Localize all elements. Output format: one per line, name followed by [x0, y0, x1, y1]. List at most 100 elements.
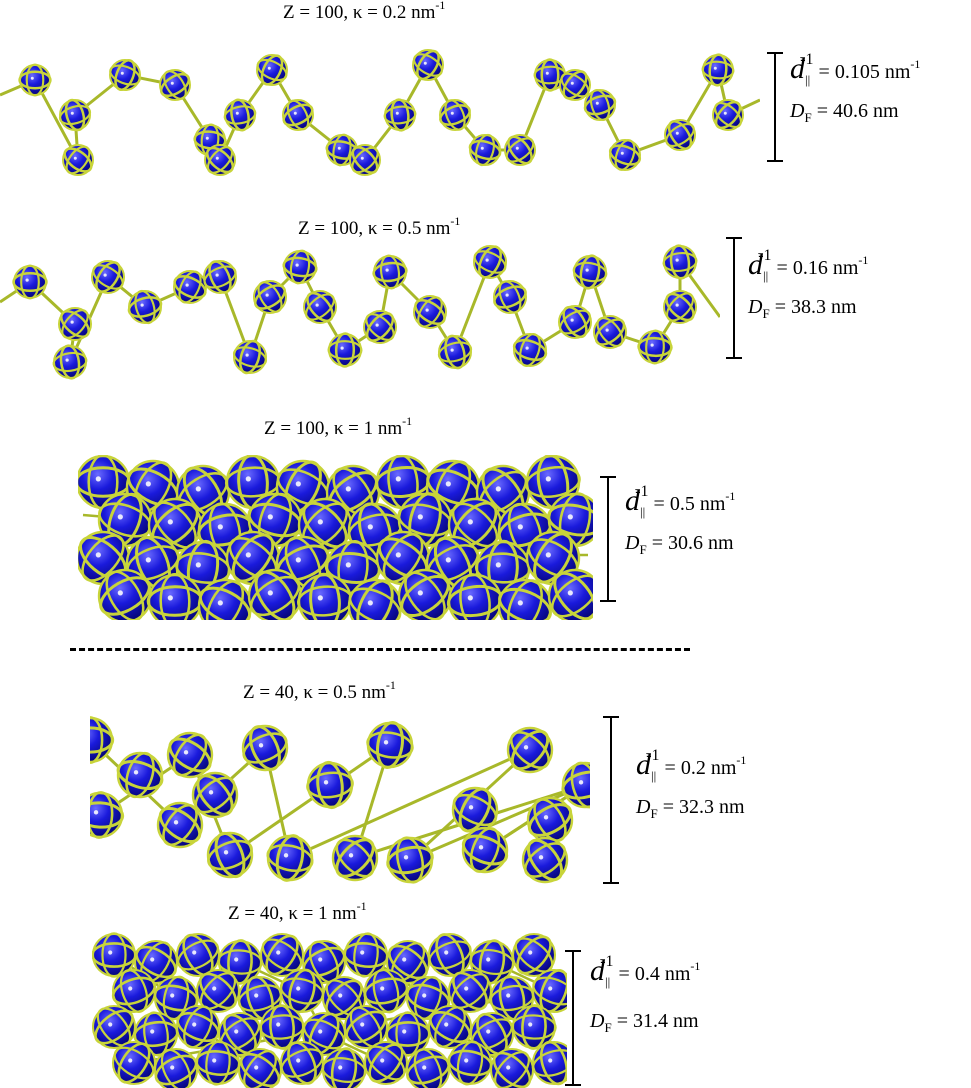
nucleosome: [366, 721, 414, 769]
d-sub: ||: [605, 974, 611, 989]
title-kappa: κ = 0.2 nm: [352, 2, 436, 23]
nucleosome: [349, 144, 381, 176]
nucleosome: [506, 726, 554, 774]
linear-density-label: d|| -1 = 0.4 nm-1: [590, 953, 701, 989]
panel-4-title: Z = 40, κ = 0.5 nm-1: [243, 679, 396, 704]
nucleosome: [343, 932, 389, 978]
nucleosome: [203, 260, 237, 294]
nucleosome: [547, 568, 593, 620]
title-z: Z = 100,: [298, 218, 368, 239]
nucleosome: [447, 968, 493, 1014]
linear-density-label: d||-1 = 0.2 nm-1: [636, 747, 746, 783]
nucleosome: [437, 334, 473, 370]
d-value: = 0.16 nm: [776, 257, 859, 279]
nucleosome: [593, 315, 627, 349]
nucleosome: [427, 1004, 473, 1050]
D-symbol: D: [590, 1010, 605, 1032]
nucleosome: [175, 932, 221, 978]
panel-5-fiber: [92, 932, 567, 1088]
nucleosome: [608, 139, 642, 171]
nucleosome: [461, 826, 509, 874]
panel-5-bracket: [565, 950, 581, 1086]
nucleosome: [282, 99, 314, 131]
title-z: Z = 40,: [228, 903, 289, 924]
title-exp: -1: [402, 413, 413, 428]
nucleosome: [166, 731, 214, 779]
d-exp: -1: [758, 247, 772, 264]
nucleosome: [493, 280, 527, 314]
nucleosome: [296, 572, 354, 620]
nucleosome: [58, 98, 92, 132]
d-value: = 0.5 nm: [653, 493, 726, 515]
nucleosome: [531, 968, 567, 1014]
panel-3-title: Z = 100, κ = 1 nm-1: [264, 415, 412, 440]
nucleosome: [512, 333, 548, 367]
nucleosome: [331, 834, 379, 882]
d-sub: ||: [763, 268, 769, 283]
nucleosome: [321, 1047, 367, 1088]
title-exp: -1: [385, 677, 396, 692]
fiber-diameter-label: DF = 38.3 nm: [748, 296, 868, 321]
d-value: = 0.4 nm: [618, 963, 691, 985]
nucleosome: [712, 99, 744, 131]
d-unit-exp: -1: [858, 253, 869, 268]
nucleosome: [256, 54, 288, 86]
d-exp: -1: [635, 483, 649, 500]
nucleosome: [526, 796, 574, 844]
nucleosome: [232, 339, 268, 375]
nucleosome: [91, 260, 125, 294]
panel-3-bracket: [600, 476, 616, 602]
nucleosome: [439, 99, 471, 131]
nucleosome: [109, 59, 141, 91]
nucleosome: [572, 254, 608, 290]
nucleosome: [511, 932, 557, 978]
title-exp: -1: [450, 213, 461, 228]
d-value: = 0.2 nm: [664, 757, 737, 779]
nucleosome: [191, 771, 239, 819]
panel-2-fiber: [0, 244, 720, 380]
panel-1-title: Z = 100, κ = 0.2 nm-1: [283, 0, 446, 24]
d-symbol: d: [590, 954, 605, 987]
nucleosome: [197, 578, 253, 620]
title-z: Z = 40,: [243, 682, 304, 703]
d-symbol: d: [636, 748, 651, 781]
nucleosome: [306, 760, 354, 810]
nucleosome: [662, 244, 698, 280]
linear-density-label: d||-1 = 0.105 nm-1: [790, 51, 920, 87]
nucleosome: [372, 254, 408, 290]
nucleosome: [511, 1004, 557, 1050]
title-z: Z = 100,: [283, 2, 353, 23]
nucleosome: [127, 289, 163, 325]
nucleosome: [159, 69, 191, 101]
d-value: = 0.105 nm: [818, 61, 911, 83]
nucleosome: [412, 49, 444, 81]
nucleosome: [12, 264, 48, 300]
title-kappa: κ = 0.5 nm: [303, 682, 386, 703]
nucleosome: [92, 932, 137, 978]
nucleosome: [52, 344, 88, 380]
panel-5-info: d||-1 = 0.4 nm-1 DF = 31.4 nm: [590, 953, 701, 1035]
panel-3-fiber: [78, 455, 593, 620]
section-divider: [70, 648, 690, 651]
nucleosome: [223, 98, 257, 132]
nucleosome: [237, 1047, 283, 1088]
nucleosome: [116, 751, 164, 799]
fiber-diameter-label: DF = 32.3 nm: [636, 796, 746, 821]
d-exp: -1: [646, 747, 660, 764]
nucleosome: [663, 290, 697, 324]
d-unit-exp: -1: [690, 959, 701, 974]
nucleosome: [413, 295, 447, 329]
df-value: = 40.6 nm: [816, 100, 899, 122]
title-kappa: κ = 1 nm: [288, 903, 357, 924]
title-exp: -1: [435, 0, 446, 12]
nucleosome: [473, 245, 507, 279]
nucleosome: [504, 134, 536, 166]
nucleosome: [583, 88, 617, 122]
d-sub: ||: [651, 768, 657, 783]
d-exp: -1: [600, 953, 614, 970]
fiber-diameter-label: DF = 40.6 nm: [790, 100, 920, 125]
nucleosome: [497, 578, 553, 620]
title-kappa: κ = 0.5 nm: [367, 218, 451, 239]
d-unit-exp: -1: [725, 489, 736, 504]
nucleosome: [195, 1040, 241, 1086]
